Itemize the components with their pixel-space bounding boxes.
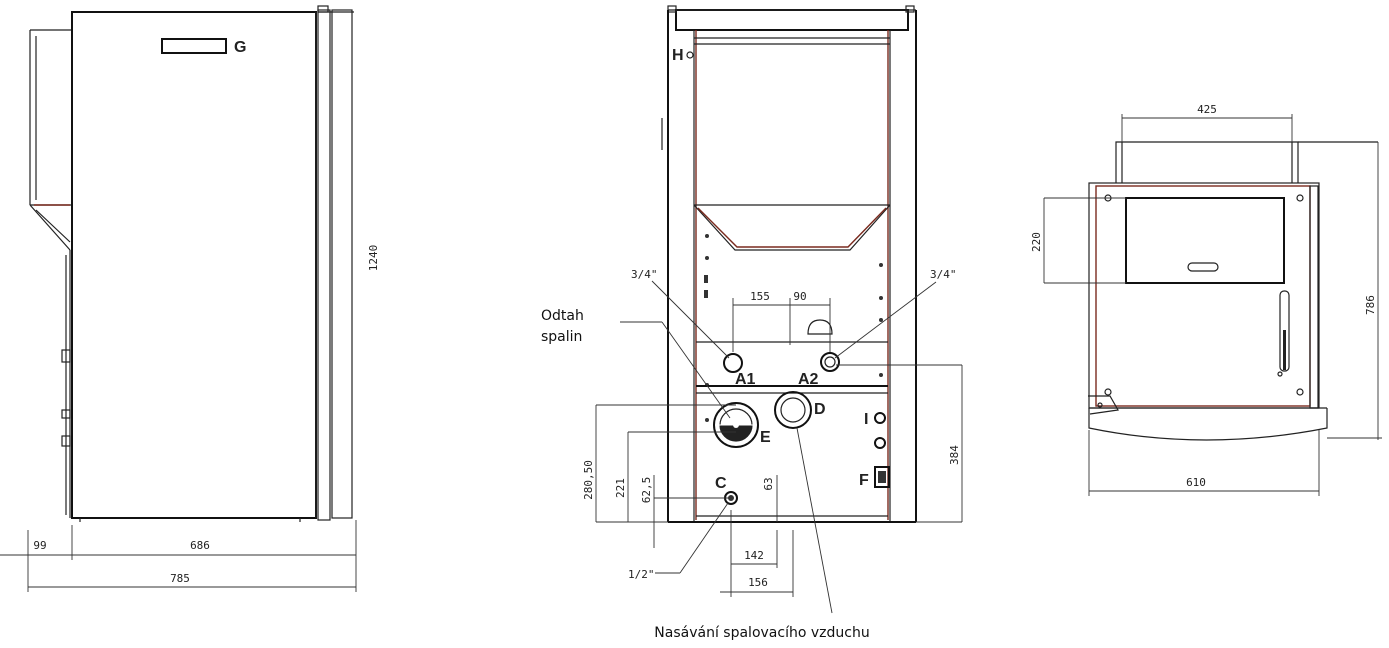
callout-flue-line1: Odtah	[541, 308, 584, 324]
dim-384: 384	[948, 445, 961, 465]
rear-view: H A1 A2 3/4" 3/4" 15	[541, 5, 963, 641]
thread-c: 1/2"	[628, 568, 655, 581]
label-h: H	[672, 47, 684, 64]
dim-280-50: 280,50	[582, 460, 595, 500]
callout-air-intake: Nasávání spalovacího vzduchu	[654, 625, 869, 641]
dim-62-5: 62,5	[640, 477, 653, 504]
dim-785: 785	[170, 572, 190, 585]
dim-425: 425	[1197, 103, 1217, 116]
side-view: G 1240 99 686 785	[0, 5, 380, 592]
dim-142: 142	[744, 549, 764, 562]
thread-a1: 3/4"	[631, 268, 658, 281]
label-g: G	[234, 39, 246, 56]
dim-height-1240: 1240	[367, 245, 380, 272]
dim-99: 99	[33, 539, 46, 552]
label-i: I	[864, 411, 868, 428]
label-f: F	[859, 472, 869, 489]
dim-686: 686	[190, 539, 210, 552]
dim-220: 220	[1030, 232, 1043, 252]
dim-90: 90	[793, 290, 806, 303]
dim-221: 221	[614, 478, 627, 498]
dim-610: 610	[1186, 476, 1206, 489]
label-c: C	[715, 475, 727, 492]
dim-156: 156	[748, 576, 768, 589]
thread-a2: 3/4"	[930, 268, 957, 281]
label-a1: A1	[735, 371, 756, 388]
label-e: E	[760, 429, 771, 446]
callout-flue-line2: spalin	[541, 329, 582, 345]
dim-155: 155	[750, 290, 770, 303]
dim-63: 63	[762, 477, 775, 490]
top-view: 425 220 786 610	[1030, 103, 1382, 496]
dim-786: 786	[1364, 295, 1377, 315]
label-a2: A2	[798, 371, 819, 388]
label-d: D	[814, 401, 826, 418]
